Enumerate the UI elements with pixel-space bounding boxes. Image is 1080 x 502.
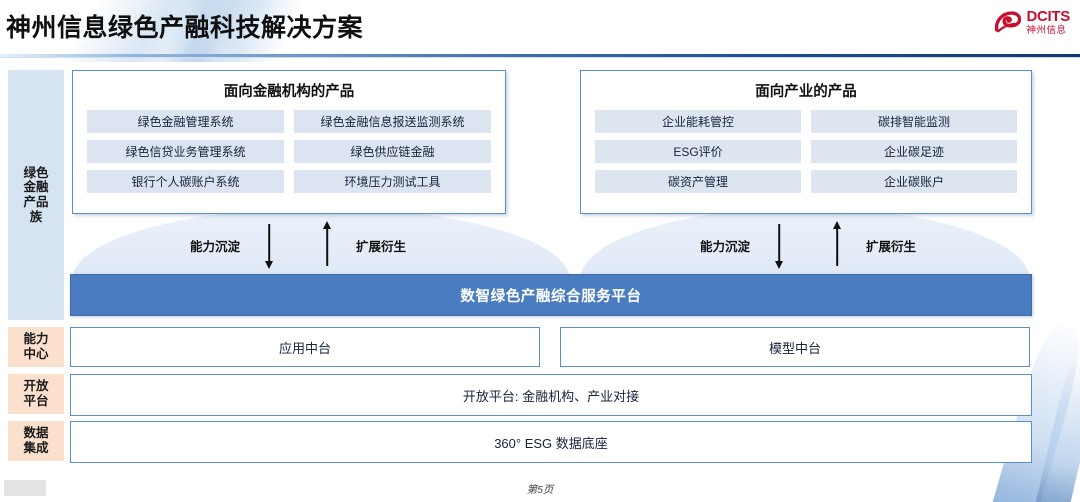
arrow-up-icon	[298, 221, 356, 268]
header-swoosh-decoration-secondary	[0, 0, 330, 62]
rail-line: 开放	[23, 379, 49, 394]
brand-logo: DCITS 神州信息	[994, 9, 1070, 36]
rail-line: 中心	[23, 347, 49, 361]
rail-line: 族	[29, 209, 43, 224]
rail-line: 数据	[23, 426, 49, 441]
arrow-down-icon	[240, 222, 298, 269]
arrow-label-capability-precipitation: 能力沉淀	[700, 239, 751, 254]
rail-label-data-integration: 数据 集成	[8, 421, 64, 461]
rail-label-capability-center: 能力 中心	[8, 327, 64, 367]
product-tile[interactable]: 环境压力测试工具	[294, 170, 491, 193]
product-tile[interactable]: 银行个人碳账户系统	[87, 170, 284, 193]
product-tile[interactable]: 企业能耗管控	[595, 110, 801, 133]
product-tile-grid: 绿色金融管理系统 绿色金融信息报送监测系统 绿色信贷业务管理系统 绿色供应链金融…	[73, 101, 505, 193]
logo-cn-text: 神州信息	[1026, 25, 1067, 36]
capability-box-application-middle-platform[interactable]: 应用中台	[70, 327, 540, 367]
product-tile[interactable]: ESG评价	[595, 140, 801, 163]
arrow-label-expansion-derivation: 扩展衍生	[866, 239, 917, 254]
page-number-footer: 第5页	[526, 484, 554, 496]
capability-box-model-middle-platform[interactable]: 模型中台	[560, 327, 1030, 367]
arrow-group-right: 能力沉淀 扩展衍生	[700, 221, 917, 269]
product-tile[interactable]: 碳资产管理	[595, 170, 801, 193]
header-divider-rule-light	[0, 57, 1080, 58]
rail-line: 绿色	[23, 165, 49, 180]
page-title: 神州信息绿色产融科技解决方案	[6, 14, 364, 42]
arrow-label-capability-precipitation: 能力沉淀	[190, 239, 241, 254]
logo-wordmark: DCITS 神州信息	[1026, 9, 1070, 36]
arrow-label-expansion-derivation: 扩展衍生	[356, 239, 407, 254]
product-tile[interactable]: 绿色金融信息报送监测系统	[294, 110, 491, 133]
panel-industry-products: 面向产业的产品 企业能耗管控 碳排智能监测 ESG评价 企业碳足迹 碳资产管理 …	[580, 70, 1032, 214]
rail-line: 金融	[23, 180, 49, 195]
rail-label-open-platform: 开放 平台	[8, 374, 64, 414]
rail-line: 产品	[23, 195, 49, 209]
capability-center-row: 应用中台 模型中台	[70, 327, 1030, 367]
product-tile[interactable]: 企业碳账户	[811, 170, 1017, 193]
product-tile[interactable]: 绿色信贷业务管理系统	[87, 140, 284, 163]
logo-en-text: DCITS	[1026, 8, 1070, 25]
rail-line: 能力	[23, 332, 49, 347]
platform-bar[interactable]: 数智绿色产融综合服务平台	[70, 274, 1032, 316]
arrow-group-left: 能力沉淀 扩展衍生	[190, 221, 407, 269]
rail-label-green-finance-products: 绿色 金融 产品 族	[8, 70, 64, 320]
panel-financial-institution-products: 面向金融机构的产品 绿色金融管理系统 绿色金融信息报送监测系统 绿色信贷业务管理…	[72, 70, 506, 214]
product-tile[interactable]: 绿色供应链金融	[294, 140, 491, 163]
arrow-down-icon	[750, 222, 808, 269]
panel-title: 面向产业的产品	[755, 84, 857, 100]
product-tile[interactable]: 绿色金融管理系统	[87, 110, 284, 133]
rail-line: 平台	[23, 394, 49, 408]
rail-line: 集成	[23, 441, 49, 455]
bottom-left-chip-decoration	[4, 480, 46, 496]
panel-title: 面向金融机构的产品	[223, 84, 355, 100]
product-tile[interactable]: 企业碳足迹	[811, 140, 1017, 163]
product-tile[interactable]: 碳排智能监测	[811, 110, 1017, 133]
data-integration-box[interactable]: 360° ESG 数据底座	[70, 421, 1032, 463]
arrow-up-icon	[808, 221, 866, 268]
header-swoosh-decoration	[0, 0, 480, 62]
slide-header: 神州信息绿色产融科技解决方案 DCITS 神州信息	[0, 0, 1080, 62]
open-platform-box[interactable]: 开放平台: 金融机构、产业对接	[70, 374, 1032, 416]
dcits-swoosh-icon	[995, 11, 1022, 33]
product-tile-grid: 企业能耗管控 碳排智能监测 ESG评价 企业碳足迹 碳资产管理 企业碳账户	[581, 101, 1031, 193]
header-divider-rule	[0, 54, 1080, 57]
